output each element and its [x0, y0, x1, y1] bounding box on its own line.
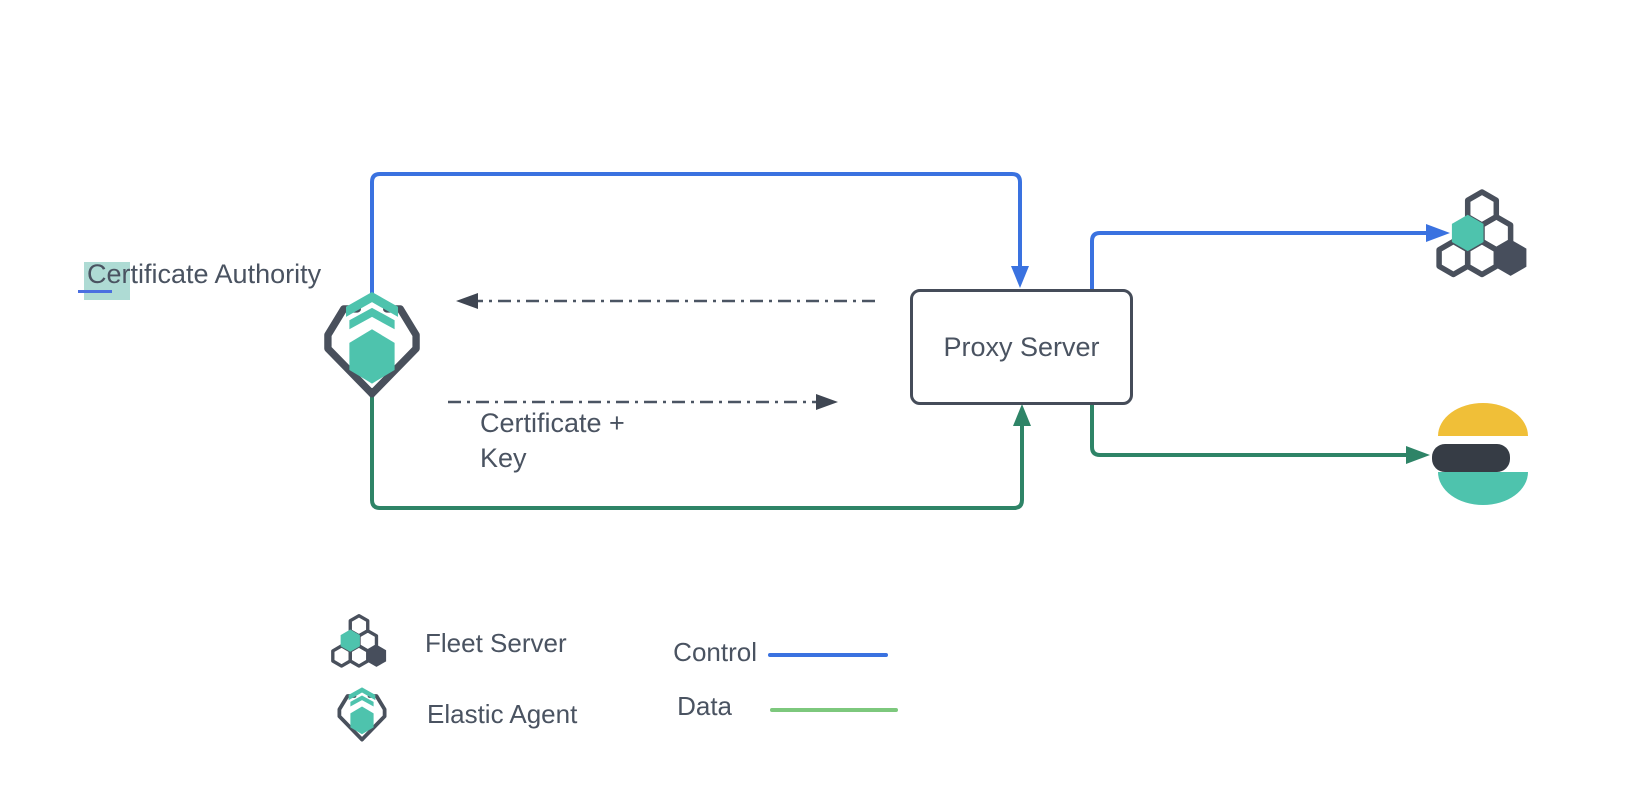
arrowhead-right-icon [1406, 446, 1430, 464]
legend-control-line [768, 653, 888, 657]
elastic-agent-icon[interactable] [315, 292, 429, 398]
arrowhead-down-icon [1011, 266, 1029, 288]
text-selection-highlight [84, 262, 130, 300]
legend-fleet-server-icon [331, 613, 387, 668]
elasticsearch-logo-icon[interactable] [1430, 398, 1530, 508]
legend-fleet-server-label: Fleet Server [425, 628, 567, 658]
arrowhead-left-icon [456, 293, 478, 309]
legend-data-label: Data [677, 691, 732, 721]
legend-control-label: Control [673, 637, 757, 667]
arrowhead-up-icon [1013, 404, 1031, 426]
dashed-edge-left[interactable] [456, 293, 875, 309]
proxy-server-node[interactable]: Proxy Server [910, 289, 1133, 405]
control-edge-proxy-to-fleet[interactable] [1090, 224, 1450, 289]
control-edge-agent-to-proxy[interactable] [370, 172, 1029, 298]
arrowhead-right-icon [816, 394, 838, 410]
arrowhead-right-icon [1426, 224, 1450, 242]
proxy-server-label: Proxy Server [943, 331, 1100, 362]
dashed-edge-right[interactable] [448, 394, 838, 410]
certificate-authority-label[interactable]: Certificate Authority [87, 259, 322, 289]
data-edge-agent-to-proxy[interactable] [370, 388, 1031, 510]
legend-elastic-agent-label: Elastic Agent [427, 699, 578, 729]
fleet-server-icon[interactable] [1432, 186, 1532, 281]
certificate-key-label[interactable]: Certificate + Key [480, 408, 625, 473]
text-caret-underline [78, 290, 112, 293]
data-edge-proxy-to-elasticsearch[interactable] [1090, 405, 1430, 464]
legend-data-line [770, 708, 898, 712]
legend-elastic-agent-icon [337, 687, 387, 742]
